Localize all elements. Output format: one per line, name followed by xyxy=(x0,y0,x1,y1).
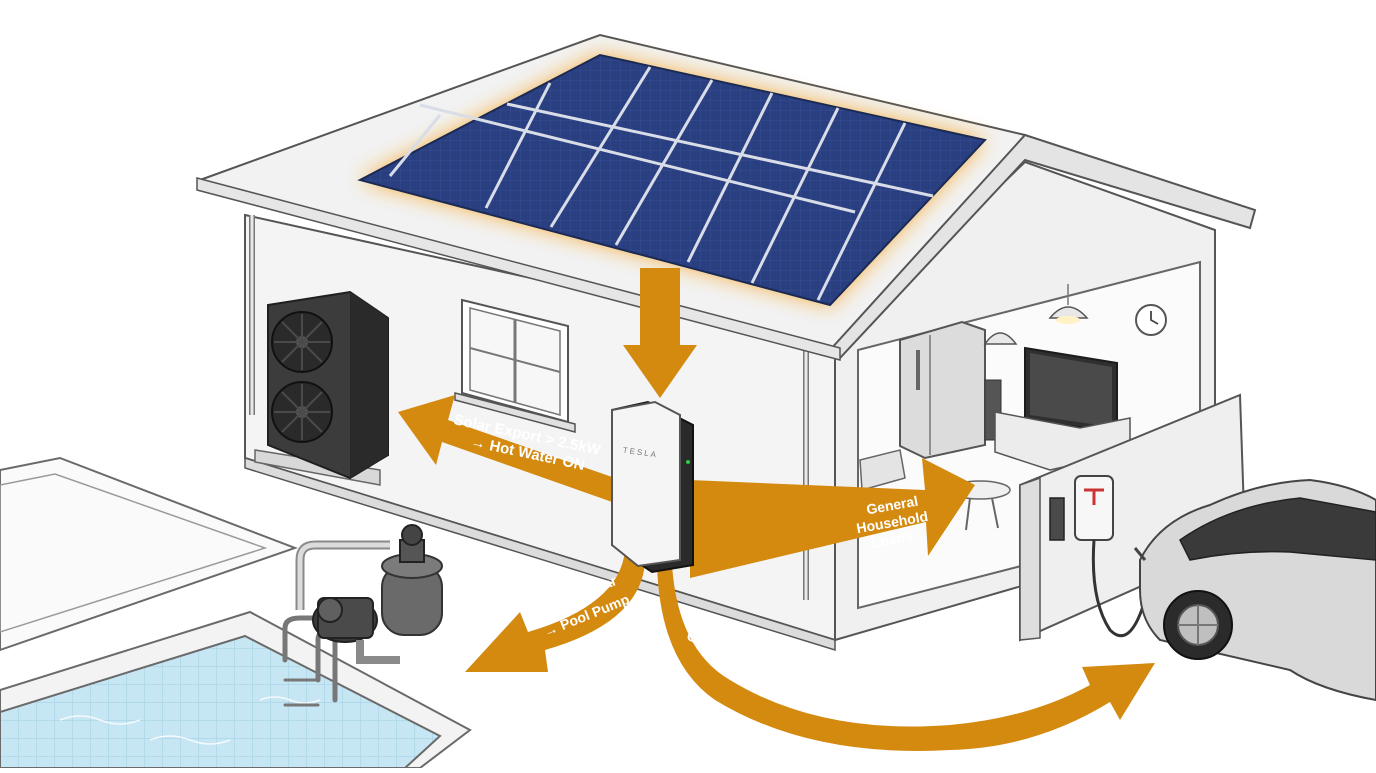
household-label-line3: Loads xyxy=(870,528,914,551)
pool-pump xyxy=(295,524,443,664)
tesla-logo-icon xyxy=(1084,488,1104,505)
ev-charger xyxy=(1049,475,1154,638)
tesla-powerwall: TESLA xyxy=(611,400,694,574)
swimming-pool xyxy=(0,610,472,769)
arrow-solar-down xyxy=(623,268,697,398)
solar-array xyxy=(357,53,987,307)
electric-car xyxy=(1133,478,1376,702)
pool-deck xyxy=(0,456,298,652)
heat-pump-unit xyxy=(254,290,389,486)
house-window xyxy=(454,298,576,433)
flow-arrows xyxy=(398,268,1155,751)
arrow-pool xyxy=(465,550,646,672)
garage-wall xyxy=(1019,393,1247,642)
arrow-household xyxy=(690,458,975,578)
interior-room xyxy=(859,284,1167,531)
arrow-hot-water xyxy=(398,395,615,503)
